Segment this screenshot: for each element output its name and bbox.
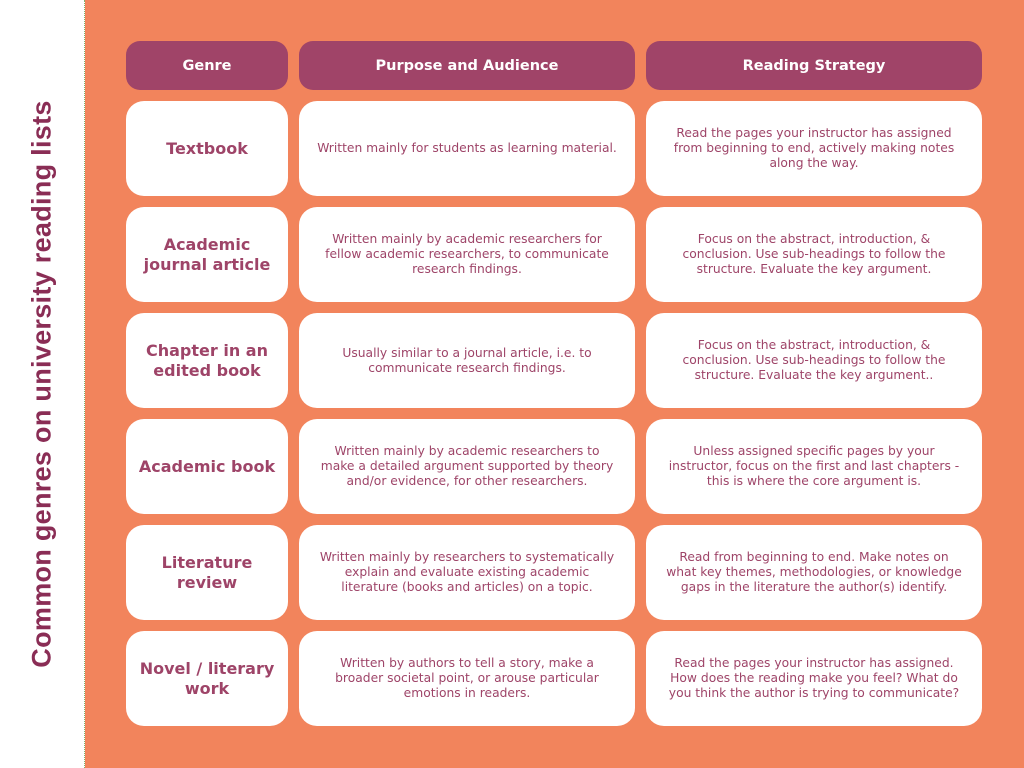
header-strategy: Reading Strategy <box>646 41 982 90</box>
strategy-cell: Focus on the abstract, introduction, & c… <box>646 313 982 408</box>
purpose-cell: Written mainly by academic researchers f… <box>299 207 635 302</box>
genre-cell: Textbook <box>126 101 288 196</box>
header-purpose: Purpose and Audience <box>299 41 635 90</box>
genre-cell: Academic book <box>126 419 288 514</box>
genre-cell: Novel / literary work <box>126 631 288 726</box>
purpose-cell: Written mainly by researchers to systema… <box>299 525 635 620</box>
genre-cell: Chapter in an edited book <box>126 313 288 408</box>
purpose-cell: Usually similar to a journal article, i.… <box>299 313 635 408</box>
sidebar: Common genres on university reading list… <box>0 0 85 768</box>
strategy-cell: Read the pages your instructor has assig… <box>646 101 982 196</box>
purpose-cell: Written mainly by academic researchers t… <box>299 419 635 514</box>
strategy-cell: Read the pages your instructor has assig… <box>646 631 982 726</box>
strategy-cell: Focus on the abstract, introduction, & c… <box>646 207 982 302</box>
strategy-cell: Read from beginning to end. Make notes o… <box>646 525 982 620</box>
page-title: Common genres on university reading list… <box>26 100 57 668</box>
genres-table: Genre Purpose and Audience Reading Strat… <box>126 41 982 726</box>
purpose-cell: Written mainly for students as learning … <box>299 101 635 196</box>
header-genre: Genre <box>126 41 288 90</box>
genre-cell: Literature review <box>126 525 288 620</box>
strategy-cell: Unless assigned specific pages by your i… <box>646 419 982 514</box>
genre-cell: Academic journal article <box>126 207 288 302</box>
purpose-cell: Written by authors to tell a story, make… <box>299 631 635 726</box>
